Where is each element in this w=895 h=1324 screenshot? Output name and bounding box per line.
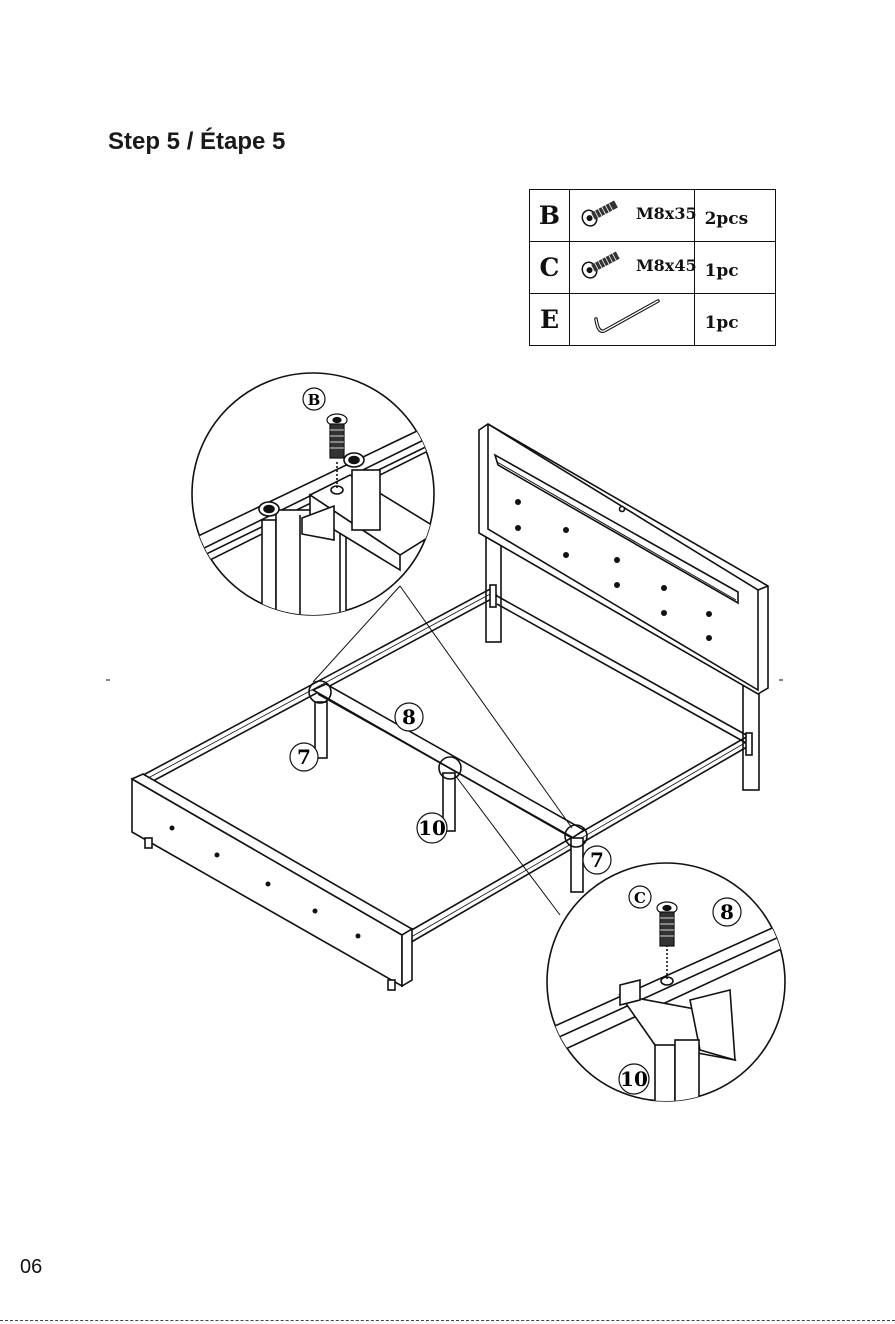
callout-leg-10: 10 <box>620 1067 648 1091</box>
page-divider <box>0 1320 895 1321</box>
bolt-icon <box>327 414 347 458</box>
headboard <box>479 424 768 790</box>
center-rail <box>309 681 587 892</box>
bolt-icon <box>657 902 677 946</box>
headboard-panel <box>479 424 768 694</box>
callout-part-c: C <box>634 889 646 907</box>
callout-leg-10: 10 <box>418 816 446 840</box>
footboard <box>132 774 412 990</box>
callout-part-b: B <box>308 391 321 409</box>
center-leg-7 <box>315 702 327 758</box>
callout-rail-8: 8 <box>402 705 416 729</box>
callout-rail-8: 8 <box>720 900 734 924</box>
page-number: 06 <box>20 1256 42 1279</box>
callout-leg-7: 7 <box>297 745 311 769</box>
callout-leg-7: 7 <box>590 848 604 872</box>
detail-zoom-top: B <box>190 373 440 620</box>
detail-zoom-bottom: C 8 10 <box>546 863 790 1115</box>
